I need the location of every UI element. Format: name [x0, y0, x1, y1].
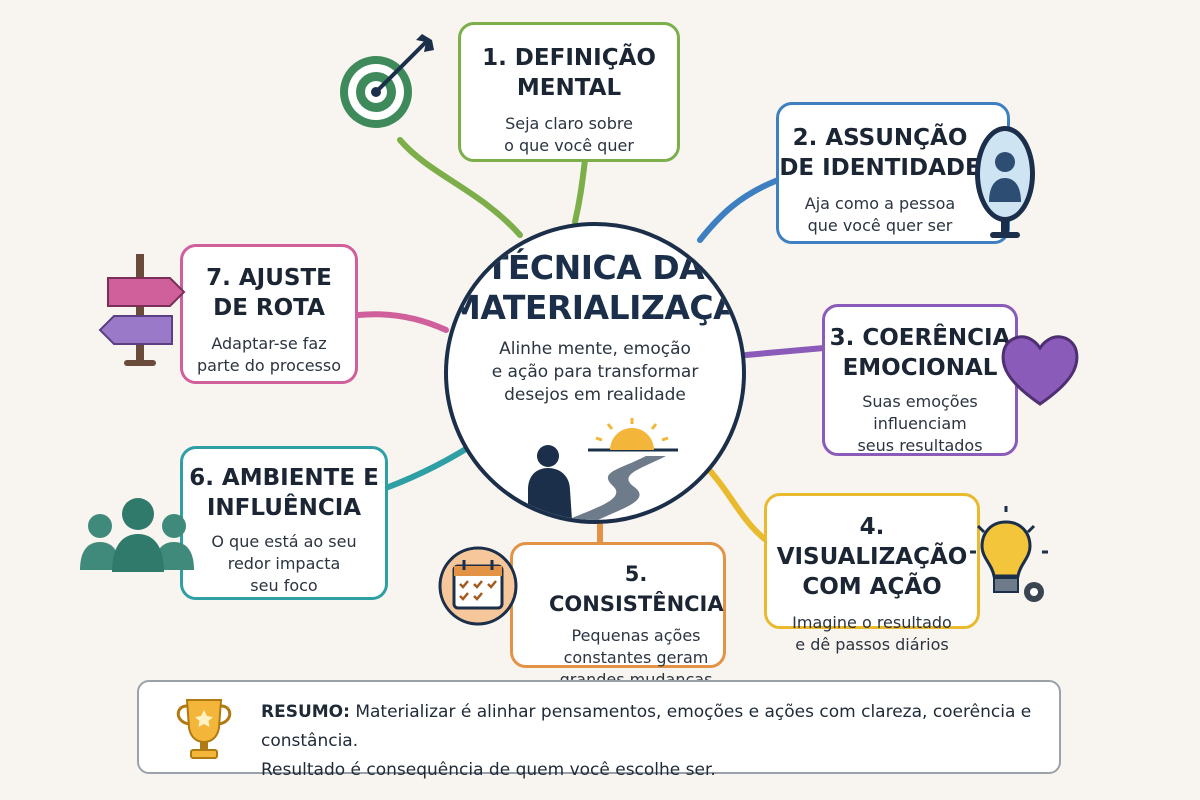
- summary-box: RESUMO: Materializar é alinhar pensament…: [137, 680, 1061, 780]
- step-1-card: 1. DEFINIÇÃO MENTAL Seja claro sobre o q…: [458, 22, 680, 162]
- step-3-card: 3. COERÊNCIA EMOCIONAL Suas emoções infl…: [822, 304, 1018, 456]
- step-2-card: 2. ASSUNÇÃO DE IDENTIDADE Aja como a pes…: [776, 102, 1010, 244]
- step-1-desc: Seja claro sobre o que você quer: [504, 114, 634, 155]
- heart-icon: [1001, 335, 1079, 406]
- summary-line-1: Materializar é alinhar pensamentos, emoç…: [261, 702, 1032, 751]
- connector-2: [697, 177, 781, 243]
- step-4-title: 4. VISUALIZAÇÃO COM AÇÃO: [776, 514, 968, 600]
- step-2-desc: Aja como a pessoa que você quer ser: [804, 194, 956, 235]
- people-icon: [80, 498, 194, 572]
- connector-3: [743, 345, 827, 358]
- summary-line-2: Resultado é consequência de quem você es…: [261, 760, 716, 780]
- step-4-card: 4. VISUALIZAÇÃO COM AÇÃO Imagine o resul…: [764, 493, 980, 654]
- center-description: Alinhe mente, emoção e ação para transfo…: [491, 339, 699, 405]
- step-5-card: 5. CONSISTÊNCIA Pequenas ações constante…: [510, 542, 726, 689]
- step-4-desc: Imagine o resultado e dê passos diários: [792, 613, 952, 654]
- connector-7: [355, 311, 449, 333]
- summary-label: RESUMO:: [261, 702, 350, 722]
- step-1-title: 1. DEFINIÇÃO MENTAL: [482, 45, 656, 101]
- step-6-card: 6. AMBIENTE E INFLUÊNCIA O que está ao s…: [180, 446, 388, 600]
- step-7-card: 7. AJUSTE DE ROTA Adaptar-se faz parte d…: [180, 244, 358, 384]
- trophy-icon: [176, 699, 232, 759]
- step-3-title: 3. COERÊNCIA EMOCIONAL: [829, 325, 1011, 381]
- step-6-title: 6. AMBIENTE E INFLUÊNCIA: [189, 465, 379, 521]
- step-2-title: 2. ASSUNÇÃO DE IDENTIDADE: [779, 125, 981, 181]
- summary-text: RESUMO: Materializar é alinhar pensament…: [261, 698, 1039, 785]
- step-7-title: 7. AJUSTE DE ROTA: [206, 265, 332, 321]
- signpost-icon: [98, 254, 186, 366]
- step-7-desc: Adaptar-se faz parte do processo: [196, 334, 342, 375]
- step-3-desc: Suas emoções influenciam seus resultados: [857, 392, 983, 455]
- lightbulb-icon: [970, 506, 1048, 602]
- connector-1: [572, 157, 588, 225]
- calendar-icon: [438, 546, 518, 626]
- target-icon: [340, 34, 434, 128]
- center-title: TÉCNICA DA MATERIALIZAÇÃO: [448, 248, 746, 327]
- step-5-title: 5. CONSISTÊNCIA: [549, 562, 724, 616]
- mirror-icon: [975, 126, 1035, 238]
- step-5-desc: Pequenas ações constantes geram grandes …: [560, 626, 713, 689]
- central-node: TÉCNICA DA MATERIALIZAÇÃO Alinhe mente, …: [444, 222, 746, 524]
- step-6-desc: O que está ao seu redor impacta seu foco: [211, 532, 357, 595]
- sunset-person-icon: [528, 418, 678, 520]
- connector-1-target: [397, 137, 523, 238]
